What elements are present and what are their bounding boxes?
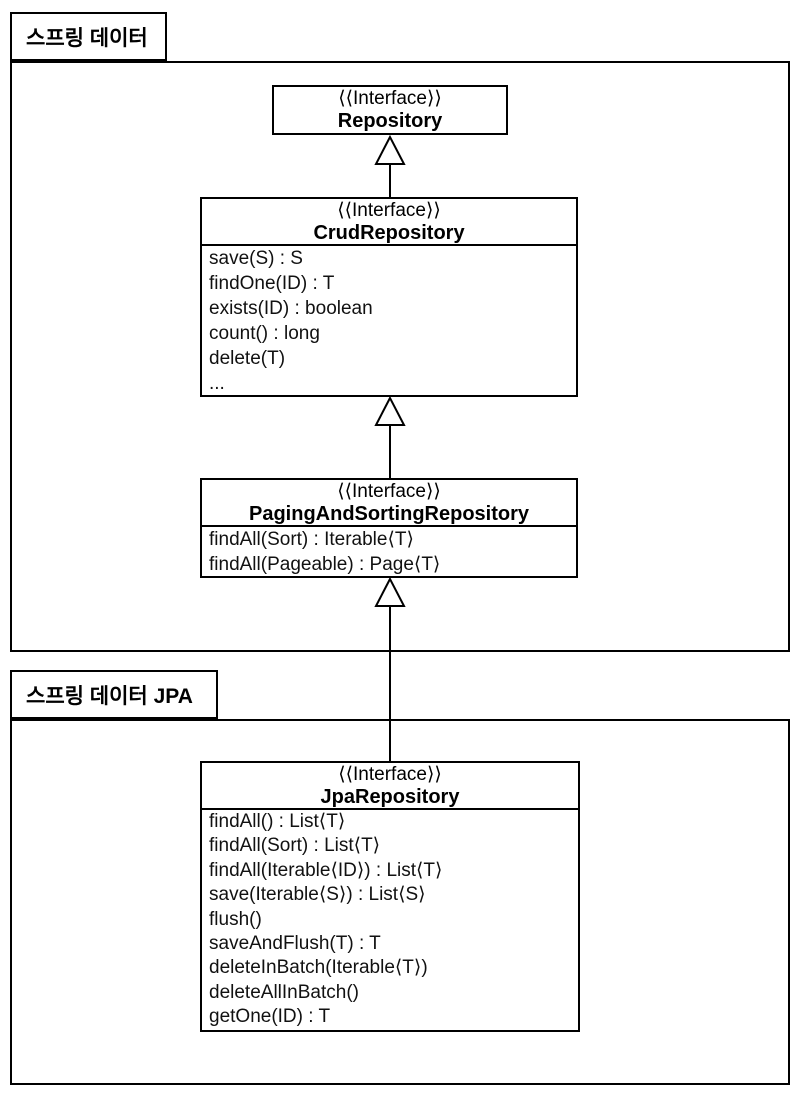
stereotype-label: ⟨⟨Interface⟩⟩ [337,200,441,221]
method-item: exists(ID) : boolean [209,298,373,319]
method-list-crud-repository: save(S) : S findOne(ID) : T exists(ID) :… [202,246,576,396]
class-name-crud-repository: CrudRepository [313,222,465,244]
class-box-repository: ⟨⟨Interface⟩⟩ Repository [272,85,508,135]
class-name-paging-and-sorting-repository: PagingAndSortingRepository [249,503,529,525]
method-item: getOne(ID) : T [209,1006,331,1028]
package-tab-spring-data: 스프링 데이터 [10,12,167,61]
class-header-crud-repository: ⟨⟨Interface⟩⟩ CrudRepository [202,199,576,246]
class-name-repository: Repository [337,110,443,132]
class-header-repository: ⟨⟨Interface⟩⟩ Repository [274,87,506,132]
method-item: ... [209,373,225,394]
method-item: saveAndFlush(T) : T [209,933,381,955]
class-header-jpa-repository: ⟨⟨Interface⟩⟩ JpaRepository [202,763,578,810]
class-box-crud-repository: ⟨⟨Interface⟩⟩ CrudRepository save(S) : S… [200,197,578,397]
method-item: save(S) : S [209,248,303,269]
method-item: save(Iterable⟨S⟩) : List⟨S⟩ [209,884,426,906]
stereotype-label: ⟨⟨Interface⟩⟩ [338,88,442,109]
stereotype-label: ⟨⟨Interface⟩⟩ [338,764,442,785]
stereotype-label: ⟨⟨Interface⟩⟩ [337,481,441,502]
class-box-jpa-repository: ⟨⟨Interface⟩⟩ JpaRepository findAll() : … [200,761,580,1032]
method-item: findOne(ID) : T [209,273,335,294]
package-label-spring-data: 스프링 데이터 [26,26,148,50]
method-item: deleteAllInBatch() [209,981,359,1003]
method-item: findAll(Iterable⟨ID⟩) : List⟨T⟩ [209,859,443,881]
method-item: findAll(Sort) : Iterable⟨T⟩ [209,529,414,550]
method-item: delete(T) [209,348,286,369]
method-item: findAll(Pageable) : Page⟨T⟩ [209,554,441,575]
class-header-paging-and-sorting-repository: ⟨⟨Interface⟩⟩ PagingAndSortingRepository [202,480,576,527]
method-item: count() : long [209,323,320,344]
class-name-jpa-repository: JpaRepository [320,786,460,808]
method-list-jpa-repository: findAll() : List⟨T⟩ findAll(Sort) : List… [202,810,578,1030]
package-label-spring-data-jpa: 스프링 데이터 JPA [26,684,193,708]
package-tab-spring-data-jpa: 스프링 데이터 JPA [10,670,218,719]
method-item: deleteInBatch(Iterable⟨T⟩) [209,957,428,979]
method-list-paging-and-sorting-repository: findAll(Sort) : Iterable⟨T⟩ findAll(Page… [202,527,576,577]
method-item: findAll(Sort) : List⟨T⟩ [209,835,381,857]
method-item: findAll() : List⟨T⟩ [209,811,346,832]
method-item: flush() [209,908,262,930]
class-box-paging-and-sorting-repository: ⟨⟨Interface⟩⟩ PagingAndSortingRepository… [200,478,578,578]
